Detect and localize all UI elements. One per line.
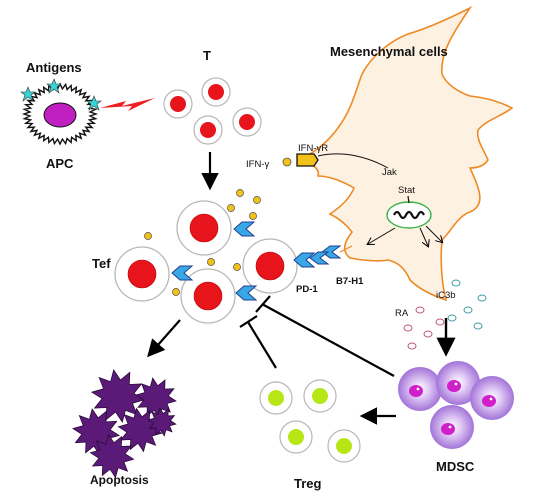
apoptosis-label: Apoptosis bbox=[90, 473, 149, 487]
treg-cell bbox=[259, 381, 293, 415]
t-cell bbox=[163, 89, 193, 119]
pd1-chevron-icon bbox=[233, 221, 256, 237]
nucleus-output-arrow-1 bbox=[368, 227, 396, 244]
t-cell bbox=[193, 115, 223, 145]
treg-cell bbox=[303, 379, 337, 413]
stat-label: Stat bbox=[398, 185, 415, 196]
antigen-stars bbox=[20, 78, 102, 111]
b7h1-label: B7-H1 bbox=[336, 276, 364, 287]
stat-to-nucleus-line bbox=[407, 195, 410, 204]
apoptotic-cell bbox=[90, 369, 146, 423]
naive-t-cells bbox=[163, 77, 262, 145]
ic3b-label: iC3b bbox=[436, 290, 456, 301]
mdsc-label: MDSC bbox=[436, 459, 475, 474]
antigen-star-icon bbox=[86, 95, 102, 111]
apoptotic-cell bbox=[135, 377, 177, 419]
ifn-gamma-label: IFN-γ bbox=[246, 159, 269, 170]
apc-cell bbox=[21, 82, 99, 146]
tef-cell bbox=[242, 238, 298, 294]
treg-cell bbox=[327, 429, 361, 463]
treg-label: Treg bbox=[294, 476, 322, 491]
apoptotic-cells bbox=[72, 369, 177, 479]
mesenchymal-label: Mesenchymal cells bbox=[330, 44, 448, 59]
ifn-molecules bbox=[144, 189, 261, 296]
ifn-gamma-r-label: IFN-γR bbox=[298, 143, 328, 154]
mdsc-inhibition-line bbox=[261, 303, 395, 377]
apoptotic-cell bbox=[89, 433, 135, 479]
antigen-star-icon bbox=[46, 78, 62, 94]
tef-cell bbox=[176, 200, 232, 256]
pd1-chevron-icon bbox=[171, 265, 194, 281]
t-cell bbox=[232, 107, 262, 137]
pd1-label: PD-1 bbox=[296, 284, 318, 295]
treg-inhibition-line bbox=[247, 321, 277, 369]
pd1-chevron-icon bbox=[235, 285, 258, 301]
tef-cell bbox=[114, 246, 170, 302]
antigen-star-icon bbox=[20, 86, 36, 102]
mesenchymal-cell bbox=[298, 5, 514, 302]
jak-pathway-line bbox=[317, 153, 389, 169]
ic3b-molecules bbox=[447, 279, 487, 330]
apoptotic-cell bbox=[147, 407, 177, 437]
antigens-label: Antigens bbox=[26, 60, 82, 75]
b7h1-ligands bbox=[309, 245, 353, 265]
mdsc-cell bbox=[430, 405, 474, 449]
tef-label: Tef bbox=[92, 256, 111, 271]
tef-cell bbox=[180, 268, 236, 324]
pd1-receptors bbox=[171, 221, 316, 301]
treg-cells bbox=[259, 379, 361, 463]
ra-molecules bbox=[403, 306, 445, 350]
nucleus bbox=[386, 201, 432, 229]
pd1-chevron-icon bbox=[293, 252, 316, 268]
nucleus-output-arrow-2 bbox=[419, 227, 428, 246]
mdsc-cells bbox=[398, 361, 514, 449]
effector-t-cells bbox=[114, 200, 298, 324]
mdsc-cell bbox=[436, 361, 480, 405]
activation-lightning-icon bbox=[100, 98, 155, 111]
nucleus-output-arrow-3 bbox=[425, 225, 442, 242]
mdsc-cell bbox=[470, 376, 514, 420]
ra-label: RA bbox=[395, 308, 409, 319]
ifn-gamma-molecule bbox=[282, 157, 292, 167]
t-cell bbox=[201, 77, 231, 107]
b7h1-chevron-icon bbox=[309, 251, 330, 265]
apoptosis-arrow bbox=[147, 319, 181, 358]
jak-label: Jak bbox=[382, 167, 397, 178]
treg-cell bbox=[279, 420, 313, 454]
apc-label: APC bbox=[46, 156, 74, 171]
apoptotic-cell bbox=[117, 407, 163, 453]
mdsc-cell bbox=[398, 367, 442, 411]
b7h1-chevron-icon bbox=[321, 245, 342, 259]
ifn-gamma-receptor bbox=[296, 153, 319, 167]
t-cell-label: T bbox=[203, 48, 211, 63]
inhibition-lines bbox=[239, 295, 395, 377]
